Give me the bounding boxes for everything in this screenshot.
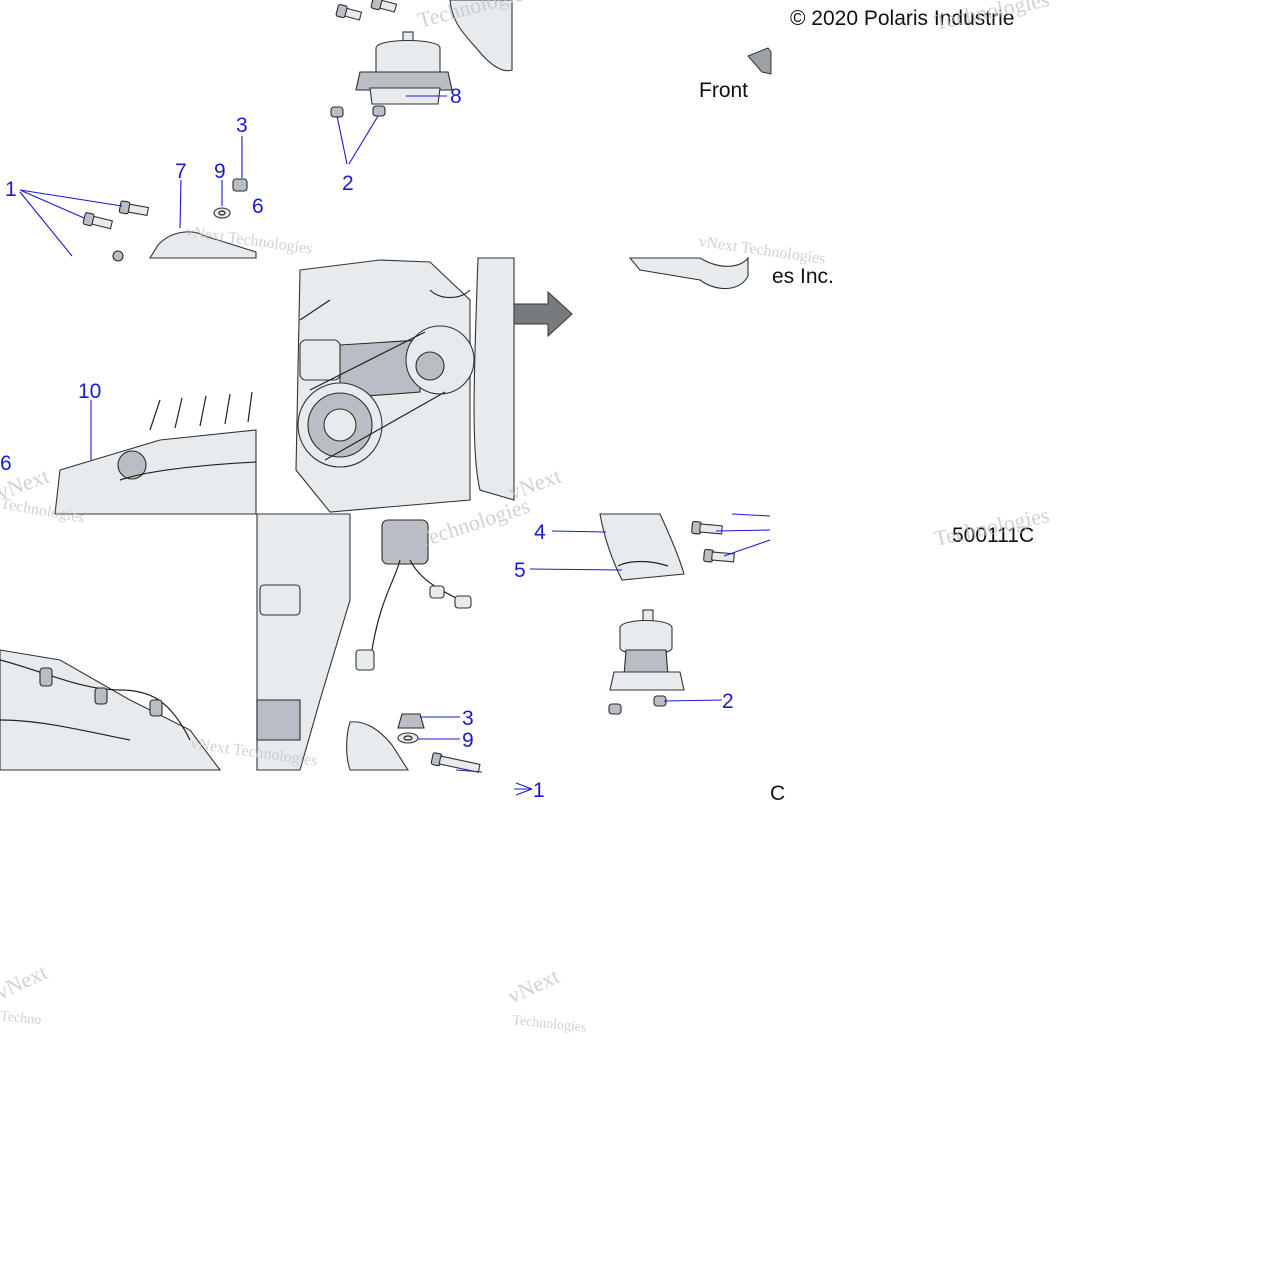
engine-bracket-bottom (346, 721, 410, 771)
watermark: vNext Technologies (697, 233, 826, 268)
callout-10: 10 (78, 380, 101, 403)
callout-labels: 1 7 9 3 6 8 2 10 6 4 5 2 3 9 1 (0, 85, 734, 802)
callout-9-top: 9 (214, 160, 226, 183)
front-arrow-indicator (747, 47, 772, 75)
bolts-right (691, 520, 735, 563)
watermark-layer: Technologies vNext Technologies vNext Te… (0, 0, 1051, 1036)
callout-4: 4 (534, 521, 546, 544)
bolt-1-bottom (430, 752, 481, 773)
watermark: vNext (0, 959, 51, 1004)
copyright-text: © 2020 Polaris Industrie (790, 7, 1014, 30)
leader-lines (19, 95, 771, 796)
engine-mount-bottom (608, 609, 685, 715)
valve-cover-10 (54, 391, 257, 515)
callout-2-bottom: 2 (722, 690, 734, 713)
bolts-top-middle (330, 0, 398, 118)
watermark: Technologies (512, 1013, 588, 1036)
bracket-7 (149, 231, 257, 259)
bolt-set-upper-left (82, 200, 150, 262)
washer-9-bottom (397, 732, 419, 744)
callout-8: 8 (450, 85, 462, 108)
callout-9-bottom: 9 (462, 729, 474, 752)
callout-1-left: 1 (5, 178, 17, 201)
watermark: Techno (0, 1009, 42, 1028)
hose-fragment-right (628, 256, 749, 290)
callout-3-bottom: 3 (462, 707, 474, 730)
nut-3-top (232, 178, 248, 192)
front-direction-arrow (513, 290, 573, 338)
callout-7: 7 (175, 160, 187, 183)
washer-9-top (213, 207, 231, 219)
engine-side-bottom (256, 513, 351, 771)
engine-bracket-top (449, 0, 513, 72)
callout-5: 5 (514, 559, 526, 582)
front-label: Front (699, 79, 748, 102)
engine-block-center (257, 257, 515, 514)
engine-mount-top (355, 31, 453, 105)
diagram-number-tail: C (770, 782, 785, 805)
callout-2-top: 2 (342, 172, 354, 195)
callout-6-top: 6 (252, 195, 264, 218)
wiring-harness (0, 649, 222, 771)
watermark: vNext (504, 963, 563, 1008)
diagram-number: 500111C (952, 524, 1034, 547)
callout-1-bottom: 1 (533, 779, 545, 802)
heat-shield-4 (599, 513, 685, 581)
callout-6-left: 6 (0, 452, 12, 475)
sensor-connector (355, 519, 472, 671)
copyright-tail: es Inc. (772, 265, 834, 288)
callout-3-top: 3 (236, 114, 248, 137)
nut-3-bottom (397, 713, 425, 729)
